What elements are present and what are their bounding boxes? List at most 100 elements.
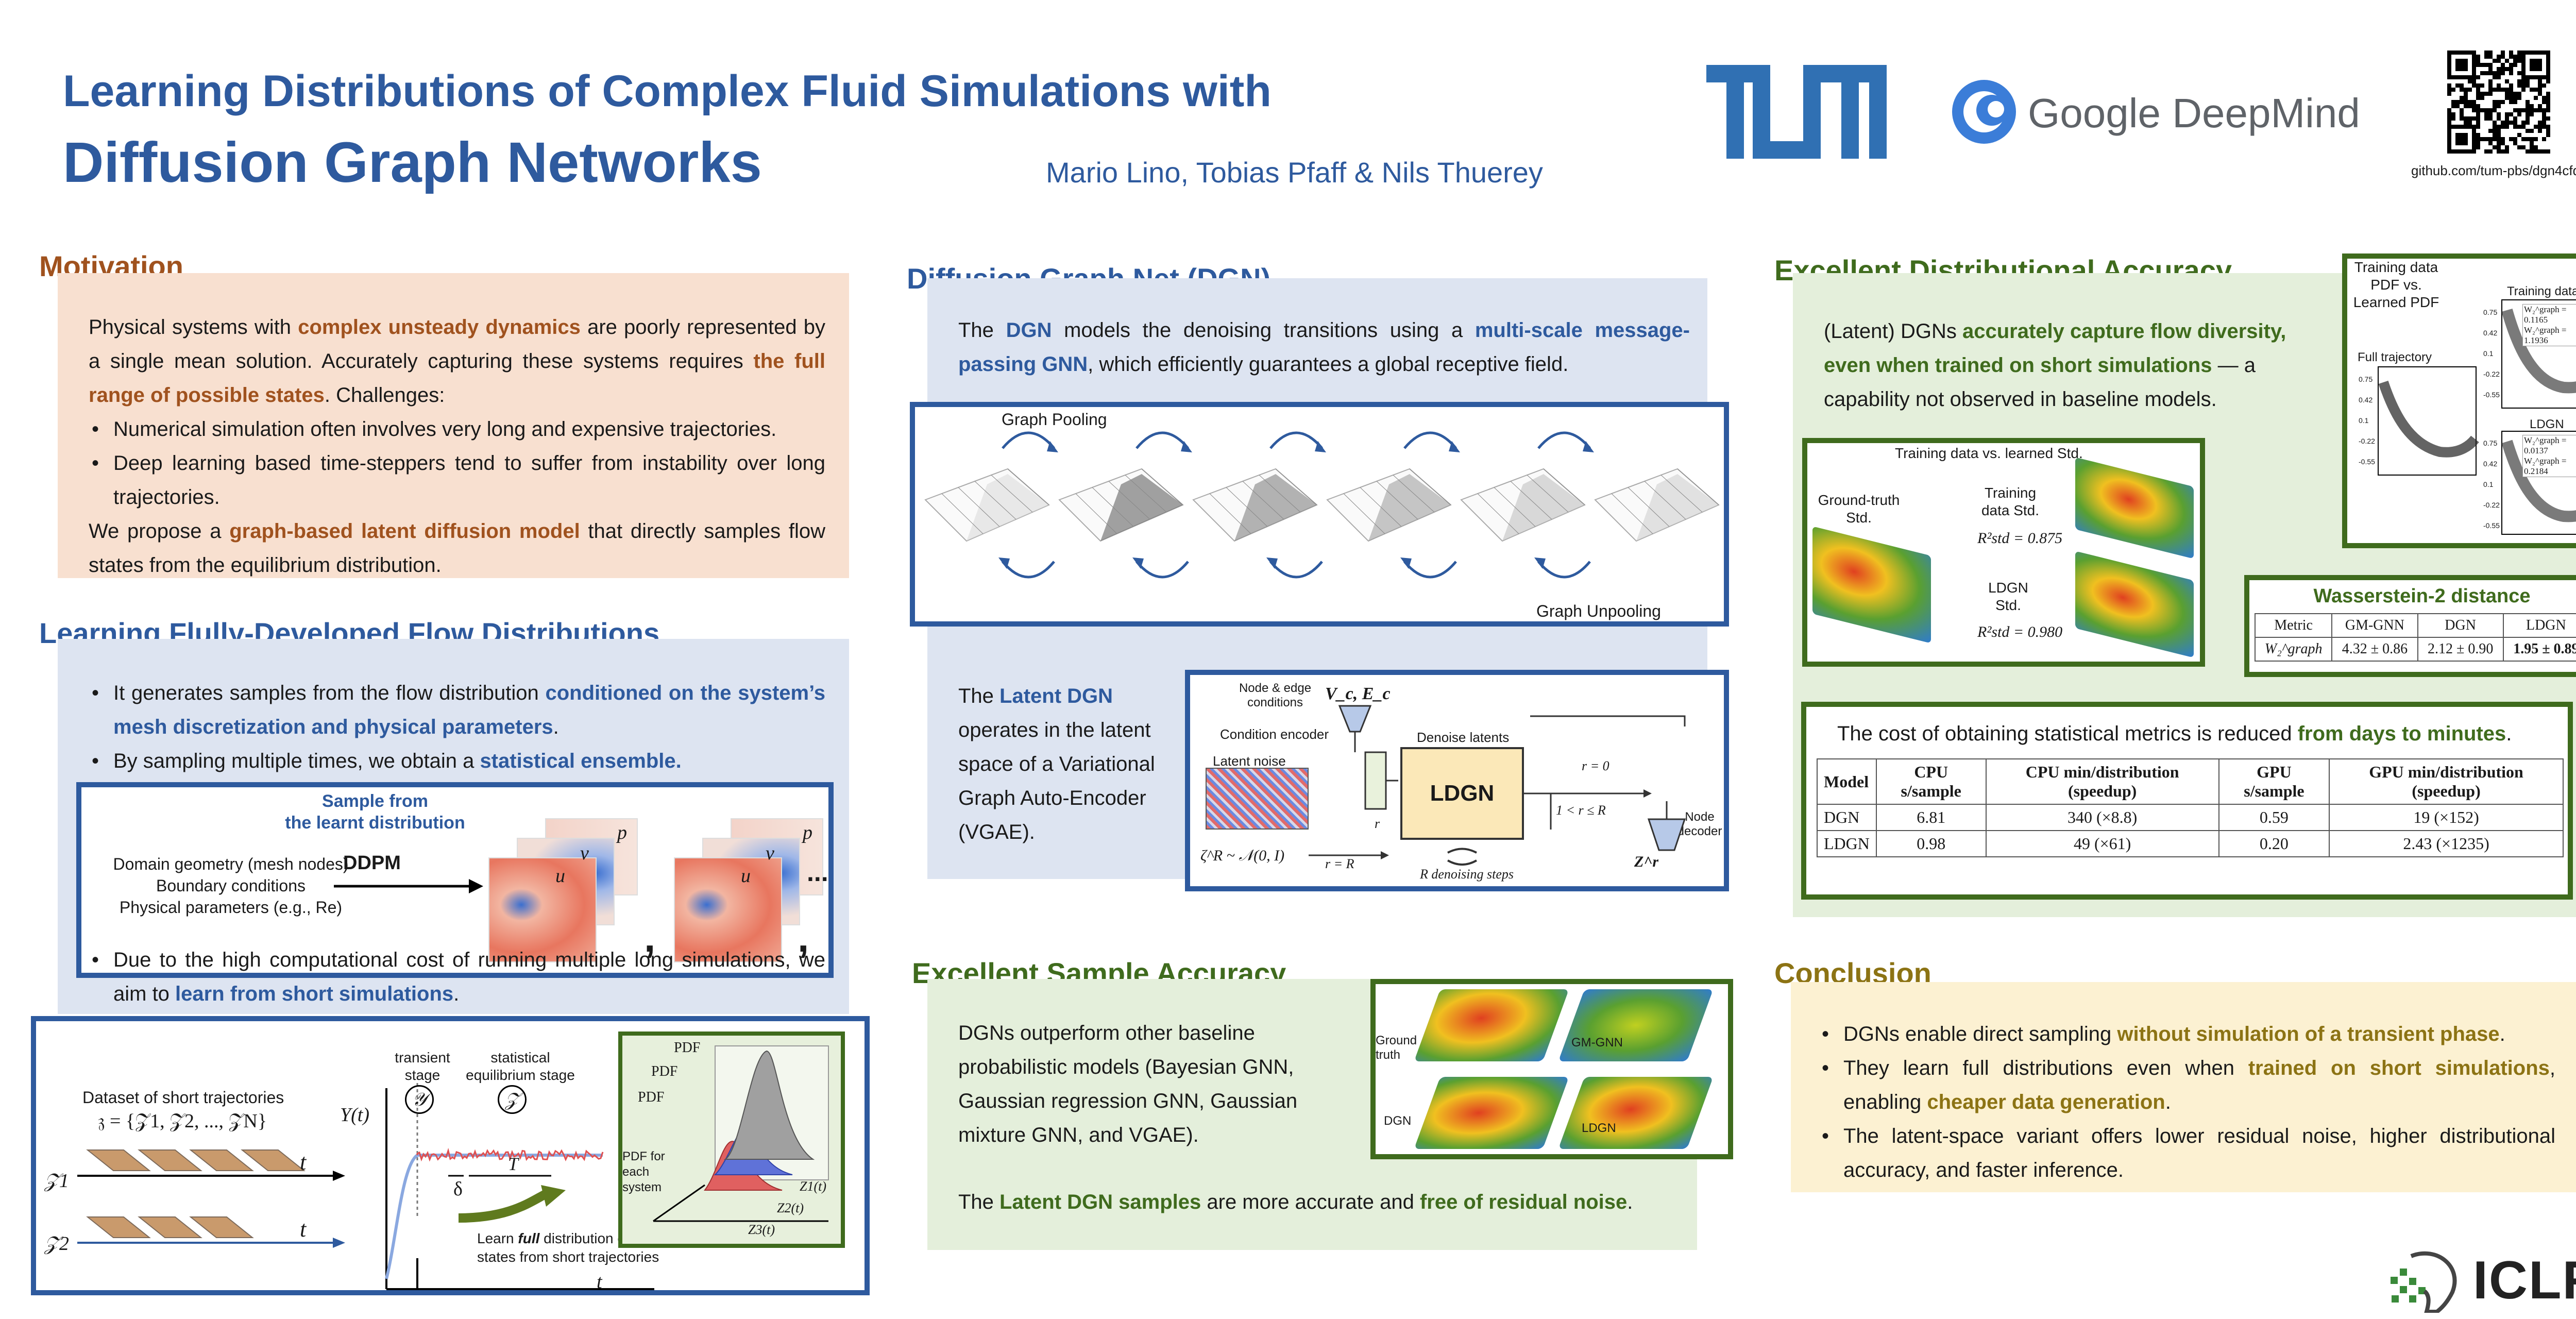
pdf-each: PDF for each system [622, 1149, 665, 1194]
w2-title: Wasserstein-2 distance [2313, 585, 2531, 607]
cost-table: Model CPU s/sample CPU min/distribution … [1817, 758, 2564, 857]
deepmind-logo: Google DeepMind [1951, 78, 2363, 145]
conclusion-bullet-1: DGNs enable direct sampling without simu… [1819, 1017, 2555, 1051]
graph-pooling-label: Graph Pooling [1002, 410, 1107, 429]
trajectory-rows [77, 1149, 345, 1248]
equilibrium-label: statistical equilibrium stage [466, 1050, 575, 1083]
tum-logo [1706, 65, 1887, 159]
t-label-2: t [300, 1216, 307, 1242]
denoise-label: Denoise latents [1417, 730, 1510, 745]
std-gt-label: Ground-truth Std. [1818, 492, 1900, 526]
ldgn-figure: Node & edge conditions V_c, E_c Conditio… [1185, 670, 1729, 891]
title-line-1: Learning Distributions of Complex Fluid … [63, 66, 1272, 116]
sample-acc-p1: DGNs outperform other baseline probabili… [958, 1022, 1298, 1146]
std-figure: Training data vs. learned Std. Ground-tr… [1802, 438, 2205, 667]
motivation-p2: We propose a graph-based latent diffusio… [89, 520, 826, 577]
trajectory-figure: Dataset of short trajectories 𝔷 = {𝒵1, 𝒵… [31, 1016, 870, 1295]
std-title: Training data vs. learned Std. [1895, 445, 2083, 461]
conclusion-text: DGNs enable direct sampling without simu… [1819, 1017, 2555, 1187]
learning-bullet-1: It generates samples from the flow distr… [89, 676, 825, 744]
graph-unpooling-label: Graph Unpooling [1536, 602, 1661, 620]
pdf-plot [653, 1045, 829, 1222]
z1t-label: Z1(t) [800, 1179, 826, 1194]
range-label: 1 < r ≤ R [1556, 803, 1606, 818]
pdf-label-1: PDF [674, 1040, 701, 1056]
iclr-logo: ICLR [2380, 1246, 2576, 1313]
dataset-set: 𝔷 = {𝒵1, 𝒵2, ..., 𝒵N} [98, 1110, 267, 1132]
dgn-p2: The Latent DGN operates in the latent sp… [958, 685, 1155, 843]
dist-acc-p1: (Latent) DGNs accurately capture flow di… [1824, 320, 2286, 411]
tum-logo-icon [1706, 65, 1887, 159]
noise-eq: ζ^R ~ 𝒩(0, I) [1200, 847, 1285, 864]
learning-bullet-2: By sampling multiple times, we obtain a … [89, 744, 825, 778]
deepmind-icon [1952, 80, 2016, 144]
motivation-bullet-1: Numerical simulation often involves very… [89, 412, 825, 446]
ddpm-label: DDPM [343, 852, 401, 874]
std-train-label: Training data Std. [1981, 485, 2040, 518]
sample-acc-p2: The Latent DGN samples are more accurate… [958, 1191, 1633, 1213]
cost-title: The cost of obtaining statistical metric… [1837, 722, 2512, 745]
ldgn-arrows [1309, 705, 1686, 866]
pdf-ldgn-label: LDGN [2530, 417, 2564, 431]
z1-label: 𝒵1 [44, 1170, 69, 1192]
title-line-2: Diffusion Graph Networks [63, 131, 762, 194]
ellipsis: ... [807, 858, 828, 887]
latent-noise-image [1206, 768, 1309, 830]
ldgn-box: LDGN [1400, 747, 1524, 840]
repo-link[interactable]: github.com/tum-pbs/dgn4cfd [2411, 163, 2576, 178]
node-edge-label: Node & edge conditions [1239, 681, 1312, 709]
pdf-full-label: Full trajectory [2358, 350, 2432, 364]
qr-code[interactable] [2447, 50, 2550, 154]
motivation-bullet-2: Deep learning based time-steppers tend t… [89, 446, 825, 514]
flow-sample-1: u v p [488, 818, 643, 973]
learning-text-1: It generates samples from the flow distr… [89, 676, 825, 778]
vc-label: V_c, E_c [1325, 684, 1391, 703]
conclusion-bullet-2: They learn full distributions even when … [1819, 1051, 2555, 1119]
std-ldgn-label: LDGN Std. [1988, 580, 2028, 613]
iclr-text: ICLR [2473, 1250, 2576, 1310]
steps-label: R denoising steps [1420, 867, 1514, 882]
ycal-label: 𝒴 [405, 1085, 434, 1114]
dgn-label: DGN [1384, 1114, 1412, 1128]
rR-label: r = R [1325, 856, 1354, 871]
node-decoder-label: Node decoder [1677, 810, 1722, 838]
dataset-label: Dataset of short trajectories [82, 1088, 284, 1107]
gmgnn-label: GM-GNN [1571, 1036, 1623, 1050]
cond-enc-label: Condition encoder [1220, 726, 1329, 742]
signal-plot [385, 1083, 654, 1290]
pdf-label-2: PDF [651, 1063, 678, 1079]
z2-label: 𝒵2 [44, 1233, 69, 1255]
pdf-label-3: PDF [638, 1089, 665, 1105]
conclusion-bullet-3: The latent-space variant offers lower re… [1819, 1119, 2555, 1187]
y-axis-label: Y(t) [340, 1104, 369, 1126]
pdf-fig-title: Training data PDF vs. Learned PDF [2353, 259, 2439, 310]
delta-label: δ [453, 1178, 463, 1200]
pdf-fig-plots [2378, 299, 2576, 535]
zr-label: Z^r [1634, 853, 1659, 870]
pooling-diagram [924, 431, 1720, 579]
z2t-label: Z2(t) [777, 1200, 804, 1215]
learning-text-2: Due to the high computational cost of ru… [89, 943, 825, 1011]
t-label-1: t [300, 1149, 307, 1175]
r-label: r [1375, 816, 1380, 831]
ddpm-arrow [334, 879, 483, 893]
gt-label: Ground truth [1376, 1034, 1417, 1062]
motivation-text: Physical systems with complex unsteady d… [89, 310, 825, 582]
std-r1: R²std = 0.875 [1977, 530, 2063, 547]
std-r2: R²std = 0.980 [1977, 623, 2063, 640]
authors: Mario Lino, Tobias Pfaff & Nils Thuerey [1046, 156, 1543, 189]
learning-bullet-3: Due to the high computational cost of ru… [89, 943, 825, 1011]
qr-code-icon [2447, 50, 2550, 154]
sample-inputs: Domain geometry (mesh nodes)Boundary con… [113, 855, 349, 917]
latent-noise-label: Latent noise [1213, 753, 1286, 769]
zcal-label: 𝒵 [498, 1085, 527, 1114]
